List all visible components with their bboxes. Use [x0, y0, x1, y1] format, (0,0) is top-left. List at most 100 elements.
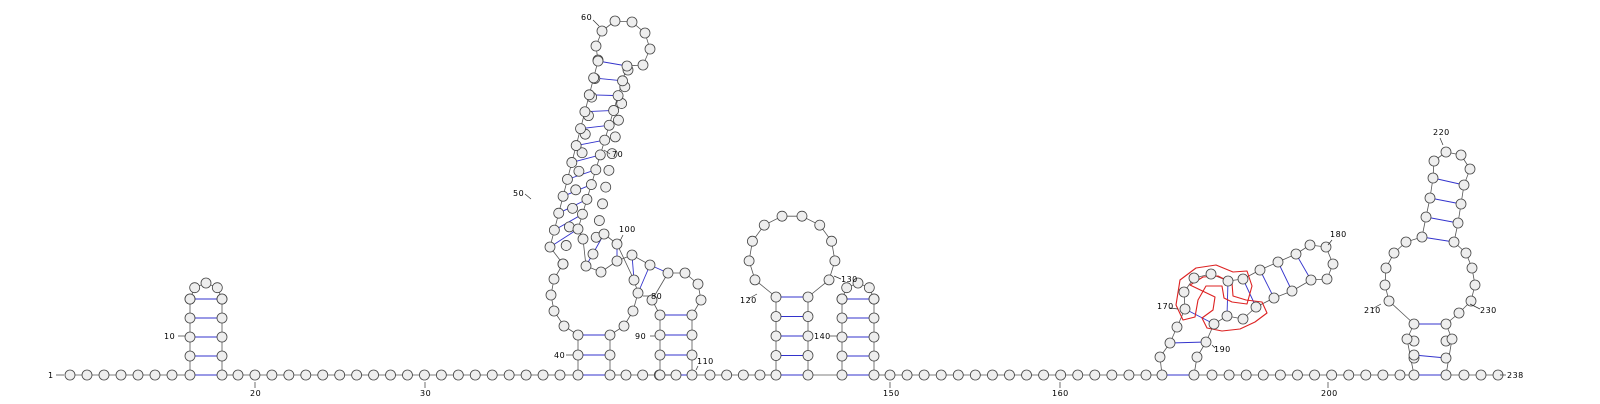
- position-label-210: 210: [1364, 306, 1381, 315]
- position-label-90: 90: [635, 332, 646, 341]
- nucleotide: [1408, 318, 1420, 330]
- position-label-120: 120: [740, 296, 757, 305]
- position-label-160: 160: [1052, 389, 1069, 398]
- nucleotide: [802, 350, 814, 361]
- nucleotide: [486, 369, 498, 381]
- nucleotide: [1292, 369, 1303, 381]
- nucleotide: [1222, 275, 1234, 287]
- nucleotide: [1360, 369, 1372, 381]
- nucleotide: [626, 16, 638, 28]
- nucleotide: [560, 240, 572, 251]
- nucleotide: [1475, 369, 1487, 381]
- nucleotide: [580, 260, 592, 272]
- nucleotide: [1254, 264, 1266, 276]
- nucleotide: [613, 114, 624, 126]
- nucleotide: [1240, 369, 1252, 381]
- nucleotide: [617, 75, 628, 87]
- nucleotide: [300, 369, 312, 381]
- label-tick: [833, 275, 842, 280]
- nucleotide: [1401, 333, 1413, 345]
- nucleotide: [283, 369, 295, 381]
- nucleotide: [637, 59, 649, 71]
- backbone-link: [1388, 300, 1415, 325]
- nucleotide: [583, 89, 595, 101]
- nucleotide: [64, 369, 76, 381]
- nucleotide: [1380, 262, 1392, 274]
- nucleotide: [588, 72, 600, 84]
- base-pair: [1425, 216, 1459, 224]
- nucleotide: [548, 273, 560, 285]
- nucleotide: [216, 293, 228, 305]
- base-pair: [1169, 341, 1207, 344]
- nucleotide: [1420, 211, 1432, 223]
- nucleotide: [612, 90, 624, 102]
- nucleotide: [868, 369, 880, 381]
- nucleotide: [1223, 369, 1235, 381]
- nucleotide: [802, 311, 814, 322]
- nucleotide: [184, 312, 196, 324]
- position-label-110: 110: [697, 357, 714, 366]
- nucleotide: [868, 293, 880, 305]
- nucleotide: [604, 349, 616, 361]
- nucleotide: [548, 224, 560, 236]
- nucleotide: [852, 277, 864, 289]
- nucleotide: [836, 350, 848, 362]
- position-label-150: 150: [883, 389, 900, 398]
- nucleotide: [1343, 369, 1355, 381]
- nucleotide: [611, 255, 623, 267]
- position-label-238: 238: [1507, 371, 1524, 380]
- nucleotide: [1188, 272, 1200, 284]
- nucleotide: [334, 369, 346, 381]
- nucleotide: [1055, 369, 1067, 381]
- nucleotide: [600, 181, 612, 193]
- nucleotide: [639, 27, 651, 39]
- nucleotide: [836, 293, 848, 305]
- label-tick: [695, 365, 699, 371]
- nucleotide: [1191, 351, 1203, 363]
- position-label-60: 60: [581, 13, 592, 22]
- nucleotide: [1427, 172, 1439, 184]
- nucleotide: [216, 312, 228, 324]
- nucleotide: [572, 223, 584, 235]
- position-label-130: 130: [841, 275, 858, 284]
- position-label-30: 30: [420, 389, 431, 398]
- nucleotide: [770, 350, 782, 361]
- nucleotide: [593, 215, 605, 226]
- nucleotide: [1237, 313, 1249, 325]
- nucleotide: [590, 164, 602, 176]
- nucleotide: [598, 228, 610, 240]
- backbone: [70, 20, 1498, 376]
- nucleotide: [351, 369, 363, 381]
- nucleotide: [1455, 198, 1467, 210]
- nucleotide: [184, 350, 196, 362]
- nucleotide: [754, 369, 766, 381]
- nucleotide: [402, 369, 413, 381]
- nucleotide: [670, 369, 682, 381]
- nucleotide: [554, 369, 566, 381]
- nucleotide: [770, 369, 782, 381]
- position-label-20: 20: [250, 389, 261, 398]
- nucleotide: [1237, 273, 1249, 285]
- position-label-170: 170: [1157, 302, 1174, 311]
- nucleotide: [211, 282, 223, 294]
- nucleotide: [1208, 318, 1220, 330]
- nucleotide: [1428, 155, 1440, 167]
- nucleotide: [184, 369, 196, 381]
- nucleotide: [770, 311, 782, 322]
- nucleotide: [1156, 369, 1168, 381]
- nucleotide: [1123, 369, 1135, 381]
- position-label-220: 220: [1433, 128, 1450, 137]
- nucleotide: [1290, 248, 1302, 260]
- position-label-190: 190: [1214, 345, 1231, 354]
- nucleotide: [579, 106, 591, 118]
- nucleotide: [592, 55, 604, 67]
- label-tick: [1169, 307, 1179, 310]
- label-tick: [524, 193, 532, 200]
- nucleotide: [628, 274, 640, 286]
- nucleotide: [573, 165, 585, 177]
- nucleotide: [1021, 369, 1032, 381]
- nucleotide: [1272, 256, 1284, 268]
- position-label-140: 140: [814, 332, 831, 341]
- nucleotide: [627, 305, 639, 317]
